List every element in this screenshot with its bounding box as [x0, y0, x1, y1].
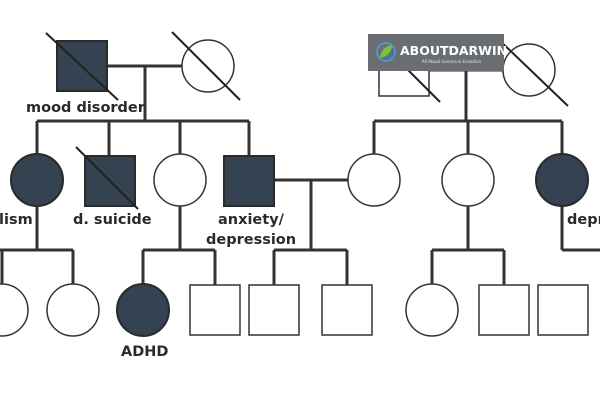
logo-tagline-text: All About Science & Evolution [422, 59, 482, 64]
leaf-stem [383, 55, 396, 60]
right-grandmother [496, 37, 569, 107]
unaffected-female-circle [181, 39, 235, 93]
unaffected-female-sibling [153, 153, 207, 207]
left-grandfather [45, 32, 119, 101]
deceased-slash [403, 65, 441, 103]
unaffected-female-child [405, 283, 459, 337]
affected-male-anxiety [223, 155, 275, 207]
unaffected-female-spouse [347, 153, 401, 207]
leaf-ring [376, 42, 396, 62]
label-anxiety: anxiety/ [218, 212, 285, 228]
unaffected-male-child [478, 284, 530, 336]
deceased-slash [496, 37, 569, 107]
aboutdarwin-logo: ABOUTDARWIN All About Science & Evolutio… [368, 34, 507, 71]
label-alcoholism: lism [0, 212, 33, 228]
unaffected-female-child [46, 283, 100, 337]
label-mood-disorder: mood disorder [26, 100, 146, 116]
connector-lines [0, 58, 600, 285]
leaf-shape [380, 45, 392, 58]
affected-female-depression [535, 153, 589, 207]
label-deceased-suicide: d. suicide [73, 212, 152, 228]
affected-female-adhd [116, 283, 170, 337]
label-depression: depression [206, 232, 296, 248]
affected-female-alcoholism [10, 153, 64, 207]
left-grandmother [171, 31, 241, 101]
deceased-slash [45, 32, 119, 101]
deceased-suicide-male [75, 146, 139, 210]
logo-background [368, 34, 504, 71]
unaffected-male-child [248, 284, 300, 336]
unaffected-female-sibling [441, 153, 495, 207]
deceased-slash [75, 146, 139, 210]
unaffected-male-child [321, 284, 373, 336]
label-depression-right: depr [567, 212, 600, 228]
logo-brand-text: ABOUTDARWIN [400, 43, 507, 58]
deceased-slash [171, 31, 241, 101]
unaffected-male-child [189, 284, 241, 336]
label-adhd: ADHD [121, 344, 168, 360]
unaffected-male-child [537, 284, 589, 336]
leaf-icon [376, 42, 396, 62]
unaffected-female-child [0, 283, 29, 337]
